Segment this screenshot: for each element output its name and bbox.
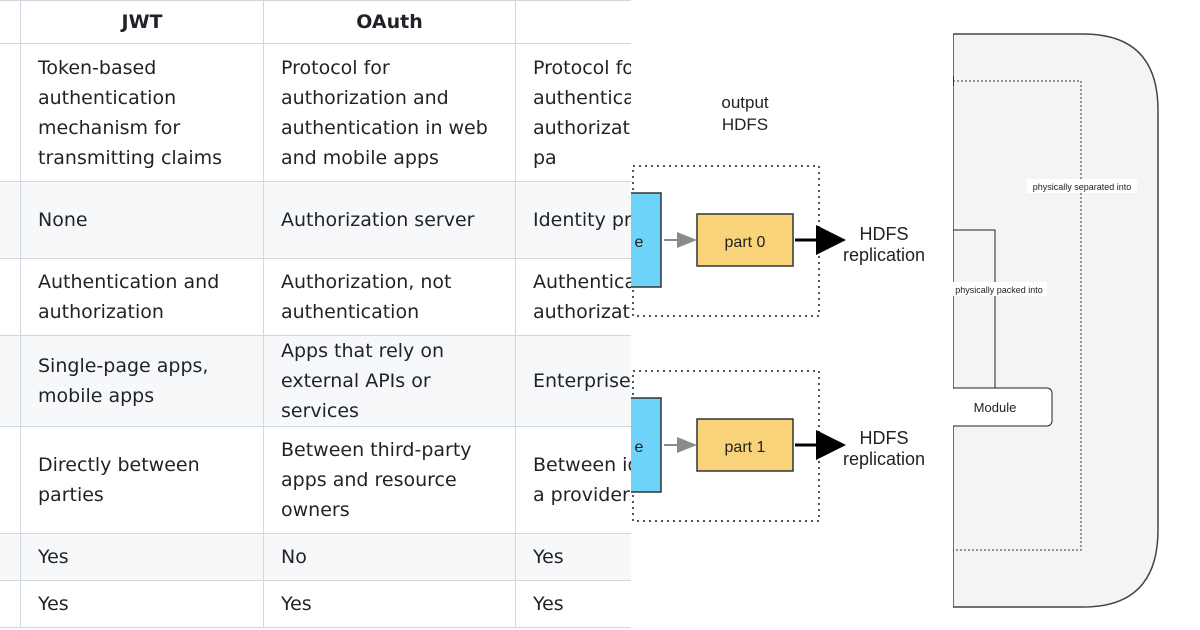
part-1-label: part 1 — [725, 439, 766, 456]
table-cell: Single-page apps, mobile apps — [20, 335, 264, 427]
header-cell-blank — [0, 0, 21, 44]
table-row: Yes Yes Yes — [0, 580, 631, 628]
module-container — [953, 33, 1159, 608]
table-cell: None — [20, 181, 264, 259]
header-cell-third: S — [515, 0, 631, 44]
replication-0-line1: HDFS — [860, 224, 909, 244]
module-box — [953, 387, 1053, 427]
table-cell — [0, 426, 21, 534]
table-cell: Authentication and authorization — [20, 258, 264, 336]
table-cell: Token-based authentication mechanism for… — [20, 43, 264, 182]
comparison-table: JWT OAuth S Token-based authentication m… — [0, 0, 631, 628]
hdfs-title-line2: HDFS — [722, 115, 768, 134]
module-label: Module — [974, 400, 1017, 415]
input-block-1 — [631, 397, 662, 493]
replication-1-line1: HDFS — [860, 428, 909, 448]
table-cell: Directly between parties — [20, 426, 264, 534]
table-cell — [0, 43, 21, 182]
table-cell — [0, 335, 21, 427]
table-cell: Authorization, not authentication — [263, 258, 516, 336]
replication-0-line2: replication — [843, 245, 925, 265]
table-cell: Yes — [20, 580, 264, 628]
table-cell: Yes — [515, 580, 631, 628]
table-cell: No — [263, 533, 516, 581]
table-row: Token-based authentication mechanism for… — [0, 43, 631, 182]
input-block-0-label: e — [635, 234, 644, 251]
input-block-1-label: e — [635, 439, 644, 456]
separation-path — [953, 80, 1082, 551]
table-cell: Identity pro — [515, 181, 631, 259]
table-cell: Protocol for authorization and authentic… — [263, 43, 516, 182]
table-cell: Authorization server — [263, 181, 516, 259]
table-cell: Yes — [20, 533, 264, 581]
part-1-box — [696, 418, 794, 472]
packed-label: physically packed into — [955, 285, 1043, 295]
packed-label-bg — [953, 282, 1047, 296]
replication-1-line2: replication — [843, 449, 925, 469]
table-row: Directly between parties Between third-p… — [0, 426, 631, 534]
separated-label: physically separated into — [1033, 182, 1132, 192]
table-cell: Enterprise d — [515, 335, 631, 427]
table-cell: Between id providers a providers — [515, 426, 631, 534]
table-cell — [0, 258, 21, 336]
table-cell — [0, 181, 21, 259]
hdfs-diagram-panel: output HDFS e part 0 HDFS replication e … — [631, 0, 953, 630]
part-0-box — [696, 213, 794, 267]
packed-connector — [953, 229, 996, 388]
table-cell: Protocol for authenticat authorizatio be… — [515, 43, 631, 182]
table-row: Single-page apps, mobile apps Apps that … — [0, 335, 631, 427]
table-row: Yes No Yes — [0, 533, 631, 581]
header-cell-jwt: JWT — [20, 0, 264, 44]
table-cell: Between third-party apps and resource ow… — [263, 426, 516, 534]
input-block-0 — [631, 192, 662, 288]
part-0-label: part 0 — [725, 234, 766, 251]
table-cell: Yes — [263, 580, 516, 628]
comparison-table-panel: JWT OAuth S Token-based authentication m… — [0, 0, 631, 630]
header-cell-oauth: OAuth — [263, 0, 516, 44]
table-row: None Authorization server Identity pro — [0, 181, 631, 259]
module-diagram: physically separated into physically pac… — [953, 33, 1159, 608]
table-cell: Yes — [515, 533, 631, 581]
table-cell: Authentica authorizatio — [515, 258, 631, 336]
table-cell: Apps that rely on external APIs or servi… — [263, 335, 516, 427]
separated-label-bg — [1027, 179, 1137, 193]
table-header-row: JWT OAuth S — [0, 0, 631, 44]
table-cell — [0, 533, 21, 581]
hdfs-title-line1: output — [721, 93, 769, 112]
hdfs-diagram: output HDFS e part 0 HDFS replication e … — [631, 93, 925, 522]
table-cell — [0, 580, 21, 628]
table-row: Authentication and authorization Authori… — [0, 258, 631, 336]
module-diagram-panel: physically separated into physically pac… — [953, 0, 1200, 630]
